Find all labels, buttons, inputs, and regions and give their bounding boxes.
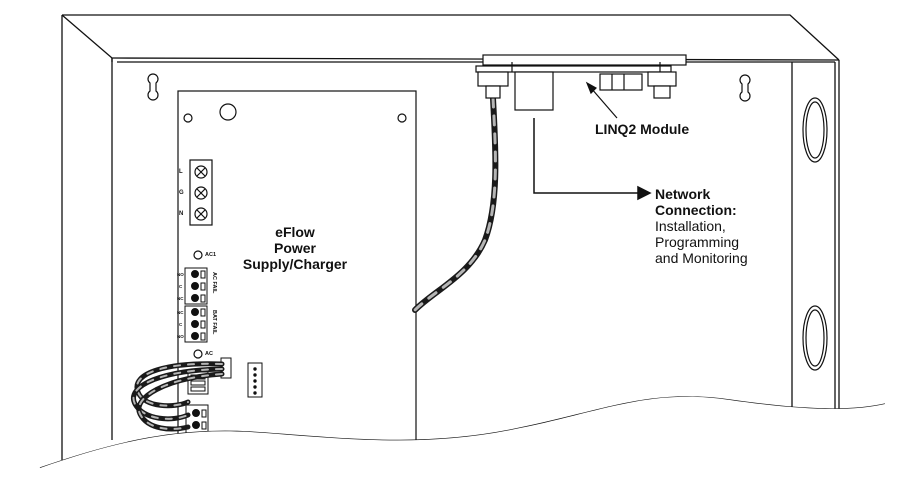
- wire-harness: [131, 361, 225, 432]
- ac-contact-2: NC: [177, 296, 184, 301]
- network-title-1: Network: [655, 186, 711, 202]
- terminal-label-n: N: [179, 211, 184, 217]
- terminal-label-g: G: [179, 190, 184, 196]
- network-label: Network Connection: Installation, Progra…: [655, 186, 748, 266]
- module-leader-line: [585, 81, 618, 119]
- network-detail-1: Installation,: [655, 218, 726, 234]
- network-detail-3: and Monitoring: [655, 250, 748, 266]
- bat-contact-2: NO: [177, 334, 184, 339]
- module-label: LINQ2 Module: [595, 121, 690, 137]
- power-terminal-block: [189, 159, 213, 226]
- ac-contact-1: C: [179, 284, 183, 289]
- knockout-upper: [802, 97, 828, 163]
- linq2-module: [475, 54, 687, 111]
- network-cable: [412, 95, 499, 313]
- network-detail-2: Programming: [655, 234, 740, 250]
- eflow-board: [177, 90, 417, 452]
- bat-contact-1: C: [179, 322, 183, 327]
- cutaway-mask: [0, 396, 907, 482]
- bat-fail-label: BAT FAIL: [211, 310, 217, 335]
- power-supply-line-1: eFlow: [275, 224, 315, 240]
- power-supply-label: eFlow Power Supply/Charger: [235, 224, 355, 272]
- ac-fail-label: AC FAIL: [211, 272, 217, 294]
- cable-connector: [220, 357, 263, 398]
- bat-fail-relay: [184, 305, 208, 343]
- ac-label: AC: [205, 351, 213, 357]
- network-title-2: Connection:: [655, 202, 737, 218]
- knockout-lower: [802, 305, 828, 371]
- keyhole-mount-right: [739, 74, 751, 102]
- ac1-label: AC1: [205, 252, 217, 258]
- network-arrow: [533, 118, 652, 201]
- keyhole-mount-left: [147, 73, 159, 101]
- power-supply-line-2: Power: [273, 240, 316, 256]
- ac-fail-relay: [184, 267, 208, 305]
- terminal-label-l: L: [179, 169, 183, 175]
- bat-contact-0: NC: [177, 310, 184, 315]
- power-supply-line-3: Supply/Charger: [242, 256, 348, 272]
- ac-contact-0: NO: [177, 272, 184, 277]
- enclosure: [61, 14, 840, 460]
